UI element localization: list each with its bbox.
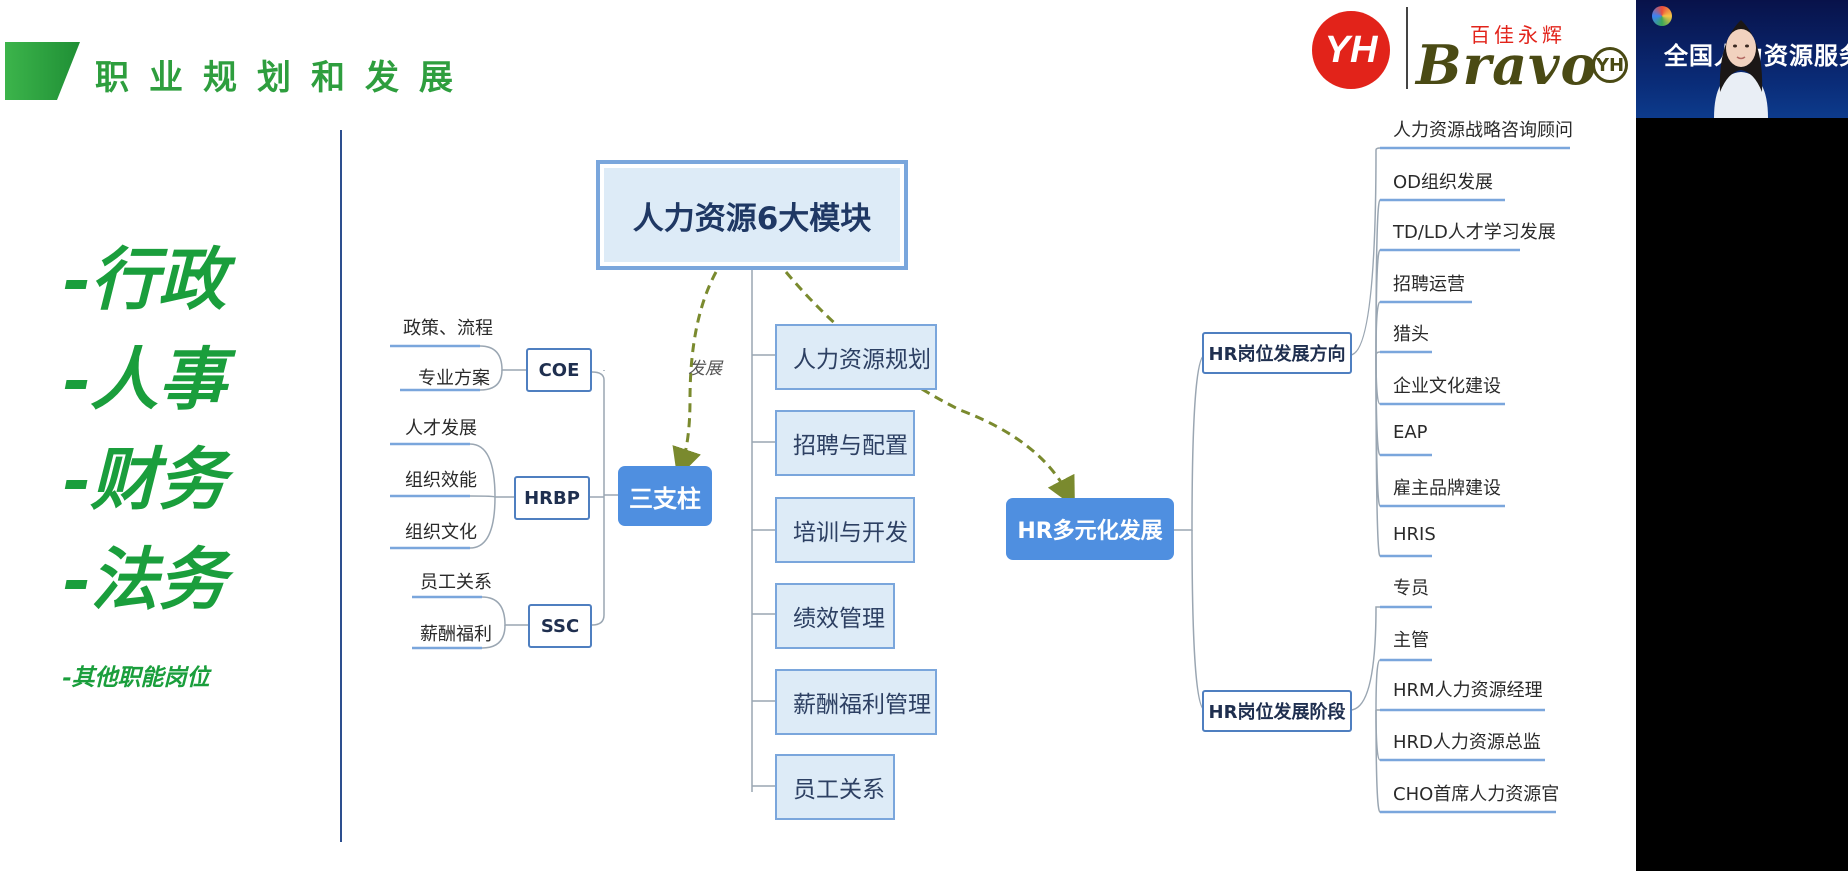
ssc-leaf-compensation: 薪酬福利 <box>420 624 492 645</box>
ssc-node: SSC <box>528 604 592 648</box>
direction-item: 企业文化建设 <box>1393 376 1501 397</box>
company-logo: YH 百佳永辉 Bravo YH <box>1310 5 1632 97</box>
hrbp-leaf-talent: 人才发展 <box>405 418 477 439</box>
hrbp-leaf-efficiency: 组织效能 <box>405 470 477 491</box>
module-compensation: 薪酬福利管理 <box>775 669 937 735</box>
root-node: 人力资源6大模块 <box>596 160 908 270</box>
direction-item: EAP <box>1393 422 1428 443</box>
hr-stage-node: HR岗位发展阶段 <box>1202 690 1352 732</box>
function-list: -行政 -人事 -财务 -法务 <box>62 230 226 630</box>
ssc-leaf-relations: 员工关系 <box>420 572 492 593</box>
slide: 职业规划和发展 YH 百佳永辉 Bravo YH -行政 -人事 -财务 -法务… <box>0 0 1636 871</box>
logo-chinese-name: 百佳永辉 <box>1470 23 1566 47</box>
module-training: 培训与开发 <box>775 497 915 563</box>
slide-title: 职业规划和发展 <box>95 58 473 98</box>
direction-item: TD/LD人才学习发展 <box>1393 222 1556 243</box>
yh-logo-icon: YH <box>1312 11 1390 89</box>
stage-item: CHO首席人力资源官 <box>1393 784 1560 805</box>
coe-node: COE <box>526 348 592 392</box>
coe-leaf-policy: 政策、流程 <box>403 318 493 339</box>
alliance-logo-icon <box>1652 6 1672 26</box>
section-divider <box>340 130 342 842</box>
function-legal: -法务 <box>62 540 227 620</box>
hr-direction-node: HR岗位发展方向 <box>1202 332 1352 374</box>
function-other: -其他职能岗位 <box>62 664 210 691</box>
logo-english-name: Bravo <box>1416 33 1598 97</box>
hr-diversify-node: HR多元化发展 <box>1006 498 1174 560</box>
function-admin: -行政 <box>62 240 227 320</box>
title-accent-bar <box>5 42 80 100</box>
logo-divider <box>1406 7 1408 89</box>
direction-item: 雇主品牌建设 <box>1393 478 1501 499</box>
stage-item: HRM人力资源经理 <box>1393 680 1543 701</box>
direction-item: HRIS <box>1393 524 1436 545</box>
module-planning: 人力资源规划 <box>775 324 937 390</box>
coe-leaf-solution: 专业方案 <box>418 368 490 389</box>
function-finance: -财务 <box>62 440 227 520</box>
hrbp-leaf-culture: 组织文化 <box>405 522 477 543</box>
stage-item: 专员 <box>1393 578 1429 599</box>
module-performance: 绩效管理 <box>775 583 895 649</box>
speaker-avatar <box>1714 20 1768 118</box>
stage-item: HRD人力资源总监 <box>1393 732 1541 753</box>
direction-item: 猎头 <box>1393 324 1429 345</box>
three-pillars-node: 三支柱 <box>618 466 712 526</box>
mindmap-connectors <box>390 146 1570 814</box>
hrbp-node: HRBP <box>514 476 590 520</box>
stage-item: 主管 <box>1393 630 1429 651</box>
module-recruitment: 招聘与配置 <box>775 410 915 476</box>
speaker-video-thumbnail: 全国人力资源服务所联盟 <box>1636 0 1848 118</box>
develop-arrow <box>672 271 718 479</box>
direction-item: 人力资源战略咨询顾问 <box>1393 120 1573 141</box>
module-relations: 员工关系 <box>775 754 895 820</box>
root-label: 人力资源6大模块 <box>604 168 900 262</box>
yh-small-logo-icon: YH <box>1592 47 1628 83</box>
direction-item: OD组织发展 <box>1393 172 1494 193</box>
diversify-arrow <box>784 271 1075 508</box>
direction-item: 招聘运营 <box>1393 274 1465 295</box>
function-personnel: -人事 <box>62 340 227 420</box>
develop-label: 发展 <box>688 359 722 379</box>
